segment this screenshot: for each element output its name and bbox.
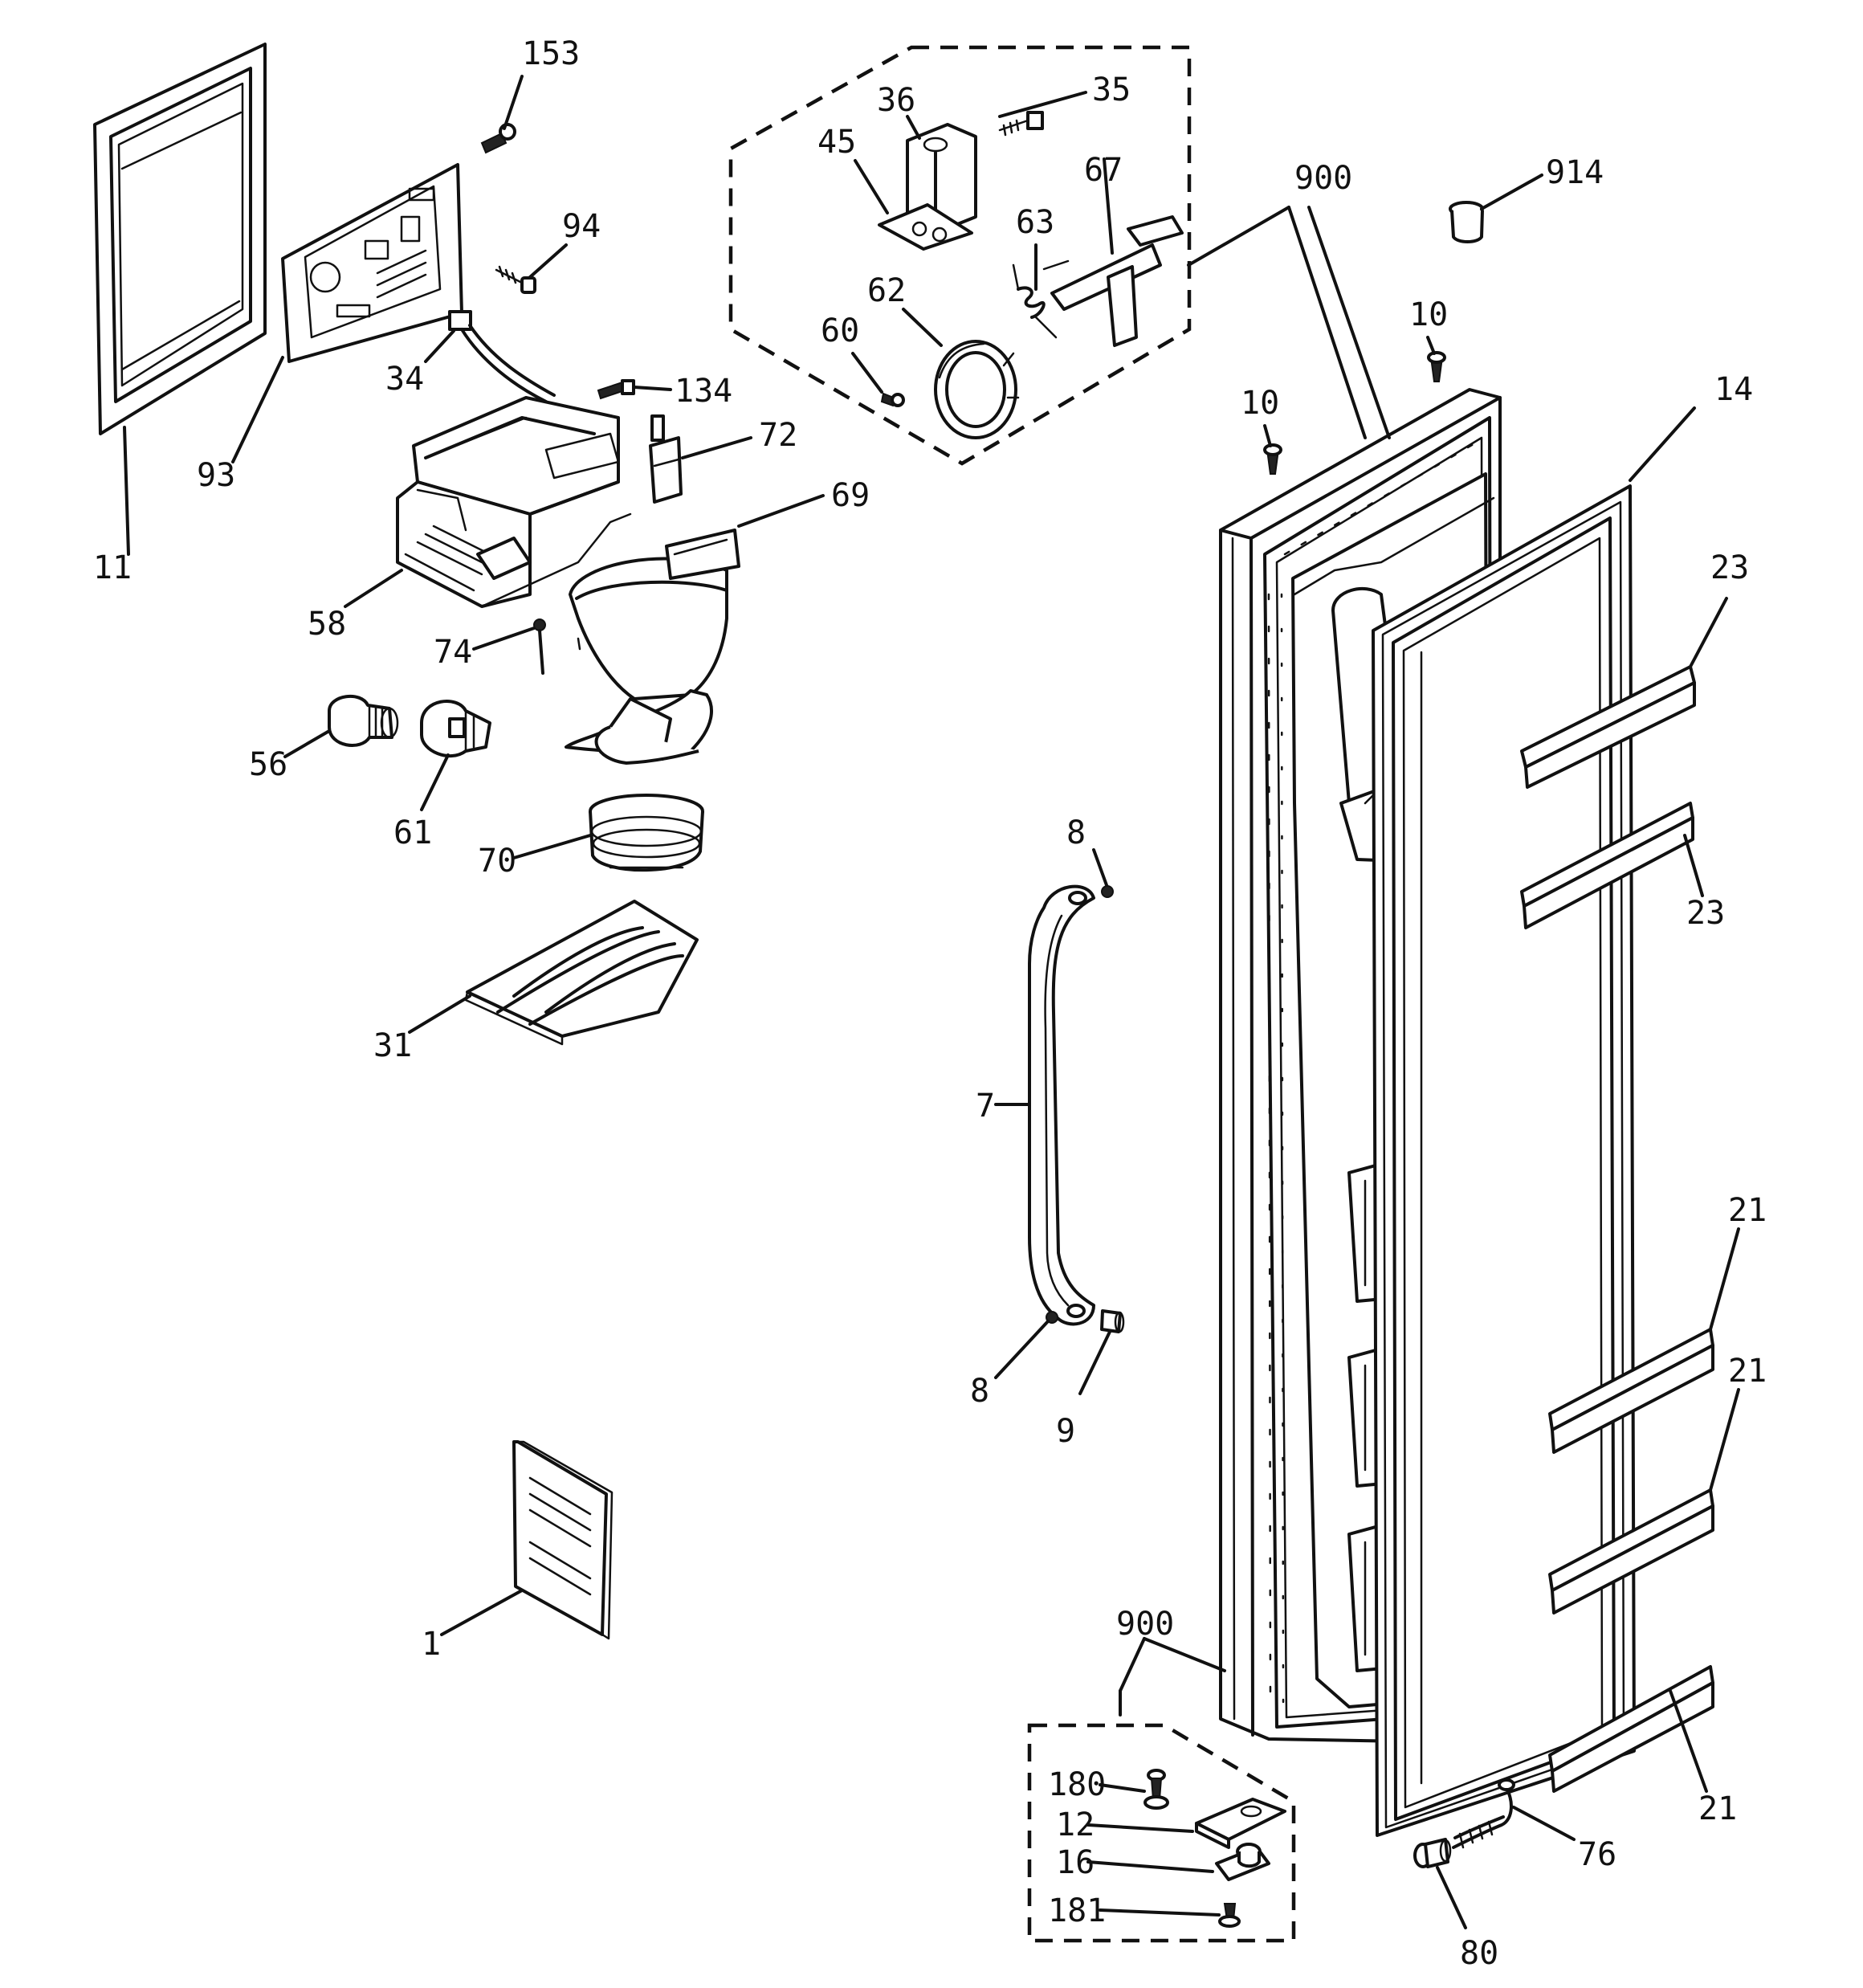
callout-72: 72 <box>759 417 797 454</box>
handle-7 <box>1028 884 1095 1326</box>
callout-900b: 900 <box>1116 1606 1174 1643</box>
dispenser-motor-group-outline <box>728 45 1192 466</box>
callout-10a: 10 <box>1409 296 1448 333</box>
callout-181: 181 <box>1048 1892 1106 1929</box>
callout-914: 914 <box>1546 154 1604 191</box>
ice-chute-69 <box>565 529 740 765</box>
cam-61 <box>420 700 491 758</box>
screw-60 <box>880 392 905 407</box>
hinge-plate-12 <box>1195 1798 1286 1849</box>
callout-8b: 8 <box>970 1373 989 1410</box>
callout-58: 58 <box>308 606 346 643</box>
callout-80: 80 <box>1460 1935 1498 1972</box>
callout-56: 56 <box>249 746 287 783</box>
callout-69: 69 <box>831 477 870 514</box>
leader-lines <box>123 75 1740 1929</box>
drip-tray-31 <box>464 900 699 1046</box>
callout-180: 180 <box>1048 1766 1106 1803</box>
fitting-80 <box>1413 1838 1452 1868</box>
callout-94: 94 <box>562 208 601 245</box>
rail-21-middle <box>1548 1488 1714 1614</box>
callout-153: 153 <box>522 35 580 72</box>
callout-61: 61 <box>393 814 432 851</box>
manual-1 <box>512 1440 614 1640</box>
screw-181 <box>1218 1903 1241 1928</box>
callout-16: 16 <box>1056 1844 1095 1881</box>
knob-56 <box>328 694 399 747</box>
rail-21-upper <box>1548 1328 1714 1454</box>
cap-914 <box>1449 201 1484 243</box>
callout-134: 134 <box>675 373 732 410</box>
callout-35: 35 <box>1092 71 1131 108</box>
callout-14: 14 <box>1714 371 1753 408</box>
callout-1: 1 <box>422 1626 441 1663</box>
wire-harness-34 <box>448 310 556 403</box>
water-tube-76 <box>1452 1778 1515 1849</box>
screw-10-left <box>1263 443 1282 475</box>
gear-62 <box>934 340 1020 439</box>
callout-34: 34 <box>385 361 424 398</box>
screw-35 <box>998 111 1044 137</box>
callout-23a: 23 <box>1710 549 1749 586</box>
gasket-14 <box>1372 484 1636 1837</box>
bracket-45 <box>878 203 973 251</box>
screw-9 <box>1100 1309 1125 1333</box>
setscrew-8-lower <box>1046 1311 1058 1324</box>
screw-10-right <box>1427 351 1446 382</box>
callout-10b: 10 <box>1241 385 1279 422</box>
callout-36: 36 <box>877 82 915 119</box>
callout-21c: 21 <box>1698 1790 1737 1827</box>
callout-8a: 8 <box>1066 814 1086 851</box>
callout-60: 60 <box>821 312 859 349</box>
callout-76: 76 <box>1578 1836 1616 1873</box>
spring-63 <box>1012 263 1058 339</box>
dispenser-housing-58 <box>396 396 632 608</box>
screw-180 <box>1143 1769 1169 1810</box>
setscrew-8-upper <box>1101 885 1114 898</box>
switch-72 <box>649 414 683 504</box>
hinge-bushing-16 <box>1215 1843 1270 1881</box>
callout-900a: 900 <box>1294 160 1352 197</box>
callout-45: 45 <box>817 124 856 161</box>
ring-70 <box>589 794 704 872</box>
callout-63: 63 <box>1016 204 1054 241</box>
pin-74 <box>533 618 581 675</box>
callout-12: 12 <box>1056 1806 1095 1843</box>
callout-21b: 21 <box>1728 1353 1767 1390</box>
screw-134 <box>597 379 635 400</box>
screw-94 <box>495 265 536 294</box>
hinge-group-outline <box>1027 1723 1296 1943</box>
callout-7: 7 <box>976 1088 995 1125</box>
callout-labels: 11 93 153 94 34 134 72 69 58 74 56 61 70… <box>93 35 1767 1972</box>
callout-9: 9 <box>1056 1413 1075 1450</box>
callout-67: 67 <box>1084 152 1123 189</box>
rail-23-upper <box>1520 665 1696 789</box>
lever-67 <box>1042 215 1184 347</box>
screw-153 <box>480 123 516 154</box>
callout-23b: 23 <box>1686 895 1725 932</box>
callout-21a: 21 <box>1728 1192 1767 1229</box>
callout-70: 70 <box>478 843 516 880</box>
callout-62: 62 <box>867 272 906 309</box>
control-board-93 <box>281 163 463 363</box>
trim-frame-11 <box>93 43 267 435</box>
callout-74: 74 <box>434 634 472 671</box>
callout-31: 31 <box>373 1027 412 1064</box>
rail-23-lower <box>1520 802 1694 929</box>
callout-11: 11 <box>93 549 132 586</box>
callout-93: 93 <box>197 457 235 494</box>
